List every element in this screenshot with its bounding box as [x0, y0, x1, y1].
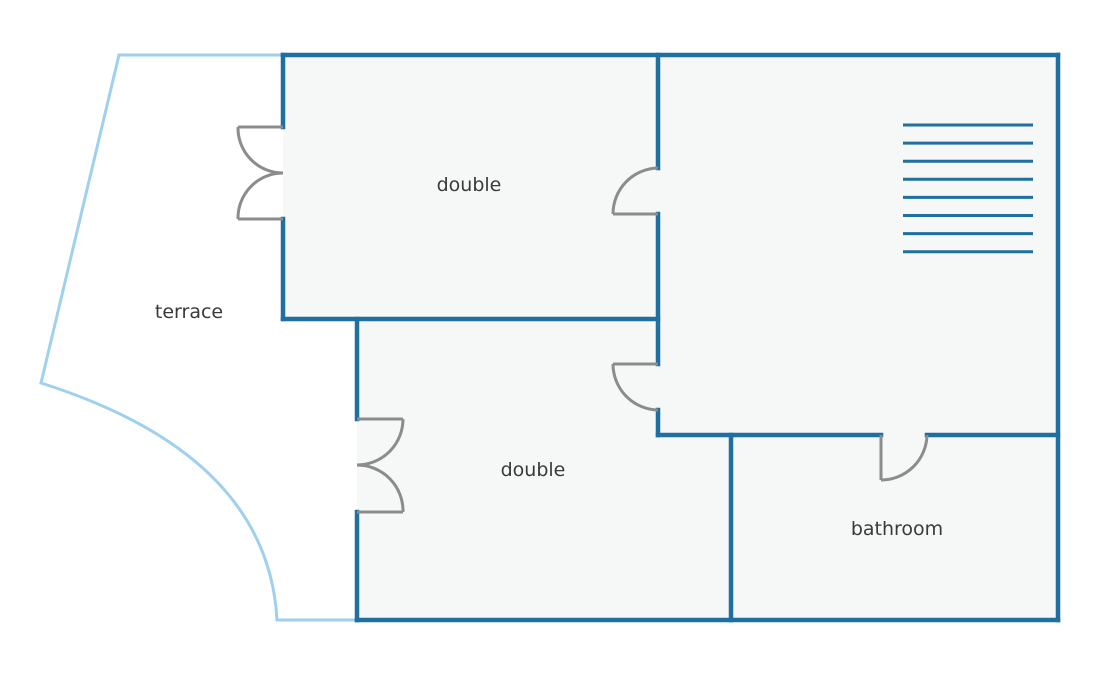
room-label-terrace: terrace [155, 301, 223, 323]
door-double-top-to-hall [611, 166, 659, 216]
floor-hall [658, 55, 1058, 435]
floor-double-bottom [357, 319, 731, 620]
door-double-bottom-to-hall [611, 362, 659, 412]
terrace-outline [39, 53, 357, 622]
door-swing [880, 434, 929, 482]
door-hall-to-bathroom [879, 434, 929, 482]
floor-bathroom [731, 435, 1058, 620]
room-label-double-bottom: double [501, 459, 566, 481]
doors [236, 125, 929, 514]
door-swing [356, 463, 405, 513]
room-label-double-top: double [437, 174, 502, 196]
room-floors [283, 55, 1058, 620]
stairs [903, 123, 1033, 254]
floor-double-top [283, 55, 658, 319]
walls [280, 52, 1061, 623]
door-swing [611, 166, 659, 215]
double-door-terrace-top [236, 125, 284, 221]
door-swing [236, 171, 284, 220]
door-swing [611, 363, 659, 412]
door-swing [236, 126, 284, 175]
room-label-bathroom: bathroom [851, 518, 943, 540]
double-door-terrace-bottom [356, 417, 405, 514]
